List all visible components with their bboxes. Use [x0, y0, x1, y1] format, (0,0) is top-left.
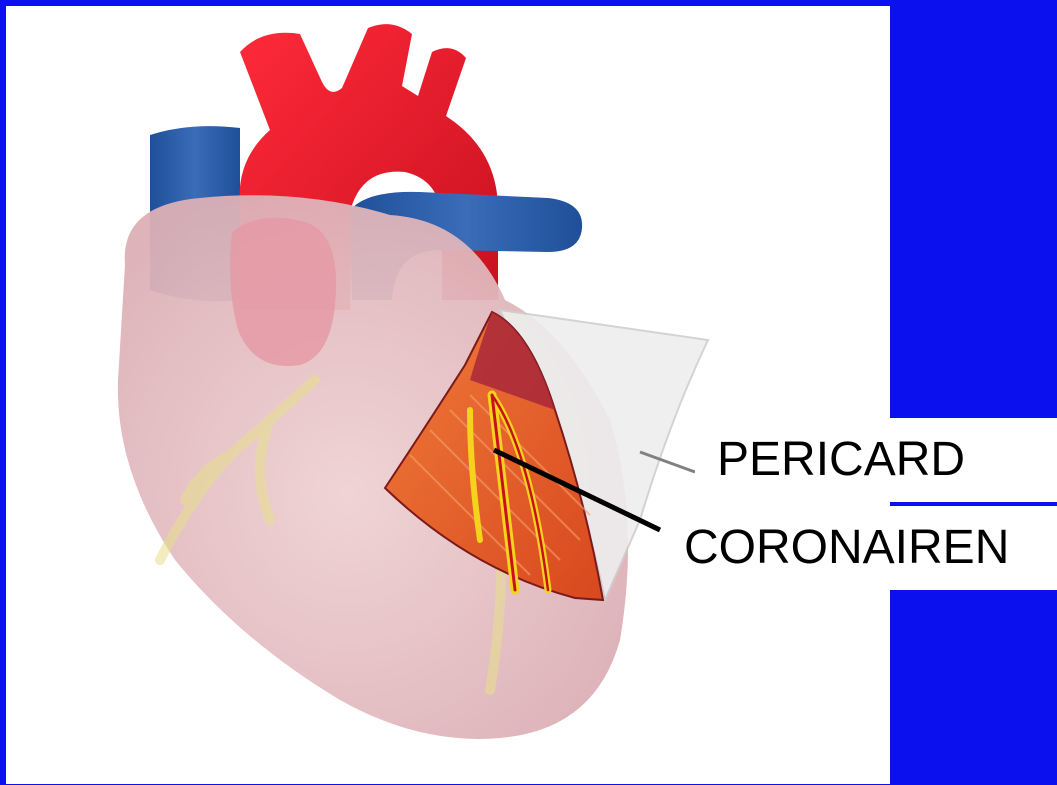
right-auricle [230, 218, 336, 366]
pericard-label: PERICARD [717, 436, 965, 484]
coronairen-label: CORONAIREN [684, 524, 1009, 572]
